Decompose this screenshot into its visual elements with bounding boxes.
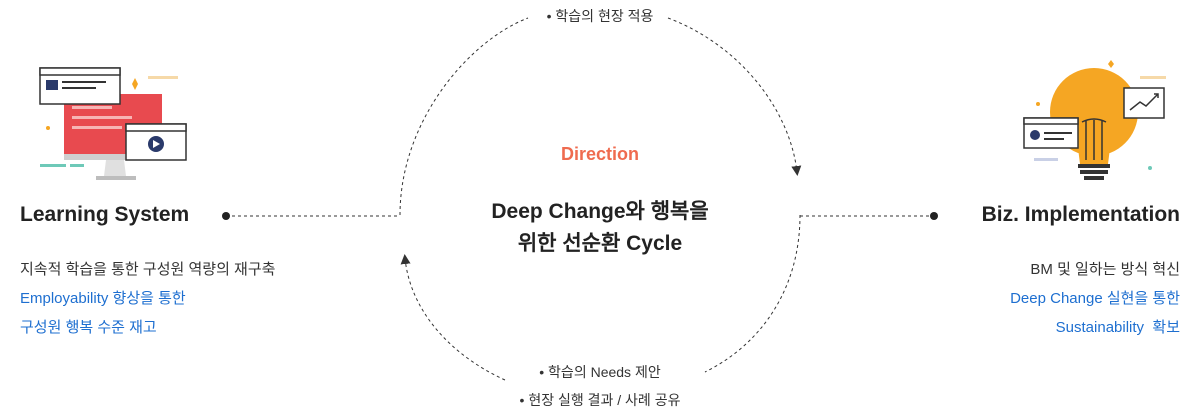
- learning-system-description: 지속적 학습을 통한 구성원 역량의 재구축: [20, 261, 276, 278]
- cycle-arc-bottom-left: [400, 254, 506, 381]
- learning-highlight-line-2: 구성원 행복 수준 재고: [20, 319, 157, 336]
- top-cycle-note: • 학습의 현장 적용: [546, 8, 654, 24]
- cycle-title-line-1: Deep Change와 행복을: [491, 200, 709, 223]
- learning-system-title: Learning System: [20, 203, 190, 226]
- biz-highlight-line-1: Deep Change 실현을 통한: [1010, 290, 1180, 307]
- biz-implementation-description: BM 및 일하는 방식 혁신: [1030, 261, 1180, 278]
- biz-highlight-line-2: Sustainability 확보: [1055, 319, 1180, 336]
- learning-system-highlights: Employability 향상을 통한 구성원 행복 수준 재고: [20, 284, 186, 342]
- biz-implementation-title: Biz. Implementation: [981, 203, 1180, 226]
- lightbulb-icon: [1023, 60, 1166, 180]
- cycle-title-line-2: 위한 선순환 Cycle: [517, 232, 683, 255]
- left-connector-dot: [222, 212, 230, 220]
- biz-implementation-highlights: Deep Change 실현을 통한 Sustainability 확보: [1010, 284, 1180, 342]
- cycle-arc-top: [399, 17, 529, 216]
- laptop-screens-icon: [39, 67, 187, 180]
- direction-label: Direction: [560, 144, 639, 164]
- cycle-arc-bottom-right: [704, 214, 801, 373]
- bottom-cycle-note-2: • 현장 실행 결과 / 사례 공유: [519, 392, 681, 408]
- learning-highlight-line-1: Employability 향상을 통한: [20, 290, 186, 307]
- cycle-title: Deep Change와 행복을 위한 선순환 Cycle: [420, 196, 780, 260]
- bottom-cycle-note-1: • 학습의 Needs 제안: [539, 364, 661, 380]
- cycle-arc-top-right: [667, 17, 802, 176]
- right-connector-dot: [930, 212, 938, 220]
